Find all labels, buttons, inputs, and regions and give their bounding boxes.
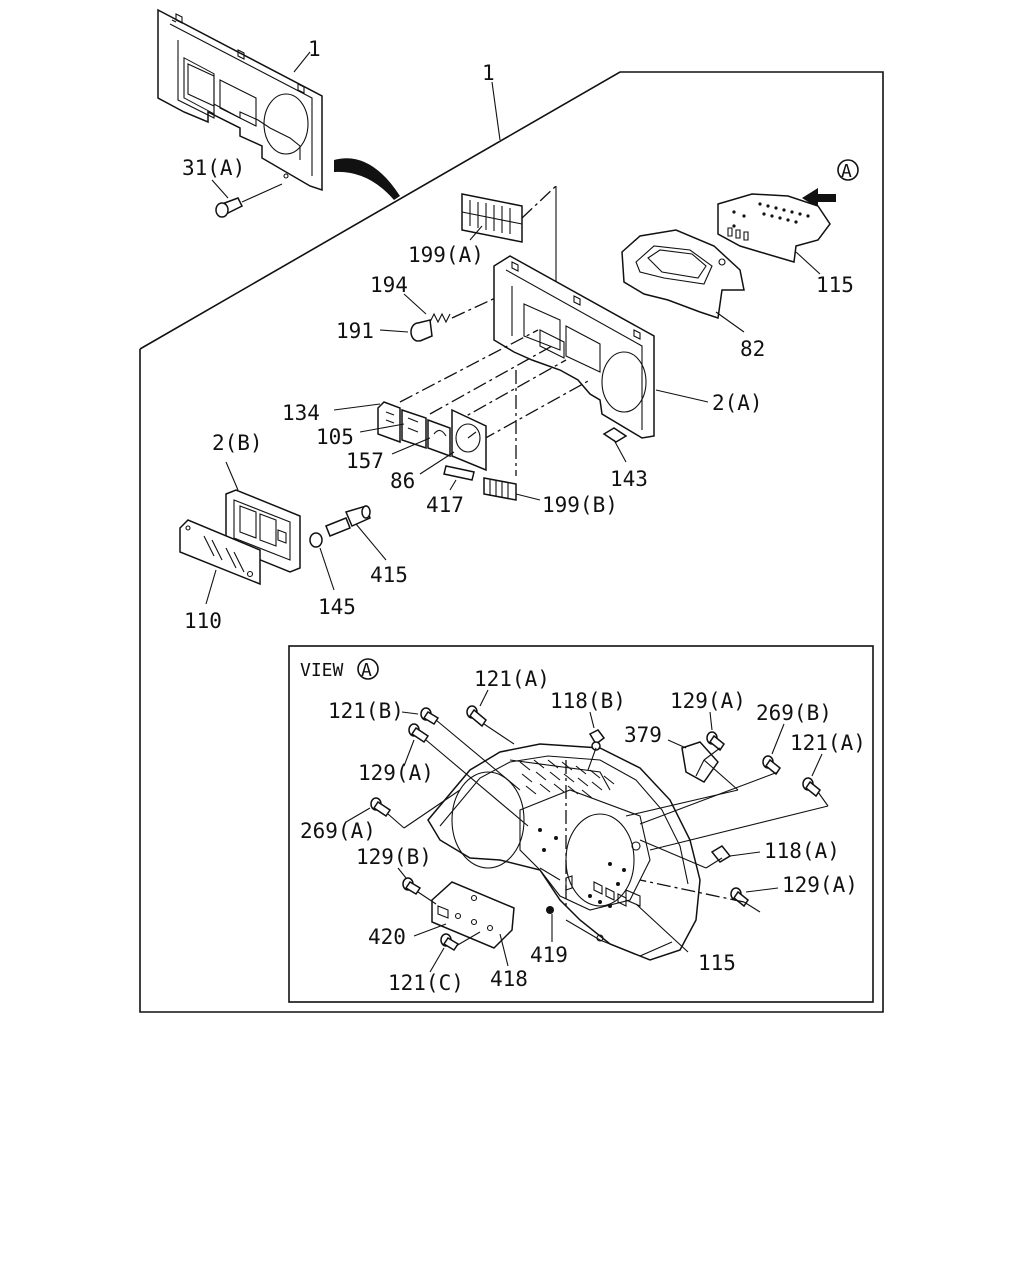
- part-134-gauge: [377, 401, 401, 444]
- label-129b: 129(B): [356, 845, 432, 869]
- label-194: 194: [370, 273, 408, 297]
- label-143: 143: [610, 467, 648, 491]
- part-191-bulb-socket: [410, 319, 433, 342]
- label-191: 191: [336, 319, 374, 343]
- view-a-title: VIEW: [300, 660, 344, 681]
- label-269a: 269(A): [300, 819, 376, 843]
- label-121a-right: 121(A): [790, 731, 866, 755]
- part-419-grommet: [546, 906, 554, 914]
- part-145-bulb: [309, 532, 323, 548]
- label-419: 419: [530, 943, 568, 967]
- view-marker-top-letter: A: [841, 161, 852, 182]
- label-269b: 269(B): [756, 701, 832, 725]
- nut-118b: [588, 729, 606, 751]
- label-199b: 199(B): [542, 493, 618, 517]
- view-a-bracket-418: [431, 881, 515, 949]
- label-134: 134: [282, 401, 320, 425]
- screw-31a: [215, 183, 283, 218]
- label-1-top: 1: [308, 37, 321, 61]
- screw-121c: [440, 933, 460, 952]
- part-82-cluster-hood: [621, 229, 745, 319]
- part-105-gauge: [401, 408, 427, 450]
- view-a-marker: A: [361, 660, 372, 681]
- part-417-bulb: [443, 465, 475, 481]
- part-143-clip: [602, 427, 628, 443]
- label-415: 415: [370, 563, 408, 587]
- part-115-circuit-panel: [717, 193, 831, 263]
- label-115: 115: [698, 951, 736, 975]
- view-a-cluster-rear: [427, 743, 701, 961]
- part-194-spring: [429, 312, 451, 324]
- label-110: 110: [184, 609, 222, 633]
- screw-129a-top: [706, 731, 726, 752]
- label-199a: 199(A): [408, 243, 484, 267]
- label-118a: 118(A): [764, 839, 840, 863]
- label-121b: 121(B): [328, 699, 404, 723]
- label-129a-left: 129(A): [358, 761, 434, 785]
- part-415-socket: [325, 505, 371, 537]
- screw-129b: [402, 877, 422, 896]
- screw-121a-right: [802, 777, 822, 798]
- main-frame-outline: [139, 71, 884, 1013]
- screw-269a: [370, 797, 392, 818]
- label-118b: 118(B): [550, 689, 626, 713]
- part-2a-meter-case: [493, 255, 655, 439]
- part-86-speedometer: [451, 408, 487, 472]
- part-199a-connector: [461, 193, 523, 243]
- label-86: 86: [390, 469, 415, 493]
- part-379-plate: [681, 741, 719, 783]
- label-82: 82: [740, 337, 765, 361]
- label-418: 418: [490, 967, 528, 991]
- nut-118a: [710, 845, 732, 863]
- label-1-main: 1: [482, 61, 495, 85]
- label-121a-top: 121(A): [474, 667, 550, 691]
- screw-129a-left: [408, 723, 430, 744]
- label-129a-bottom: 129(A): [782, 873, 858, 897]
- part-1-bezel-top: [157, 8, 323, 192]
- label-2a: 2(A): [712, 391, 763, 415]
- label-129a-top: 129(A): [670, 689, 746, 713]
- label-121c: 121(C): [388, 971, 464, 995]
- label-417: 417: [426, 493, 464, 517]
- label-420: 420: [368, 925, 406, 949]
- label-115-top: 115: [816, 273, 854, 297]
- label-105: 105: [316, 425, 354, 449]
- part-110-lens: [179, 519, 261, 586]
- label-145: 145: [318, 595, 356, 619]
- label-2b: 2(B): [212, 431, 263, 455]
- label-379: 379: [624, 723, 662, 747]
- part-199b-connector: [483, 477, 517, 501]
- view-a-frame: [288, 645, 874, 1003]
- curved-arrow-icon: [334, 158, 400, 200]
- label-157: 157: [346, 449, 384, 473]
- label-31a: 31(A): [182, 156, 245, 180]
- part-157-gauge: [427, 418, 451, 458]
- screw-269b: [762, 755, 782, 776]
- screw-121b: [420, 707, 440, 726]
- screw-121a-top: [466, 705, 487, 728]
